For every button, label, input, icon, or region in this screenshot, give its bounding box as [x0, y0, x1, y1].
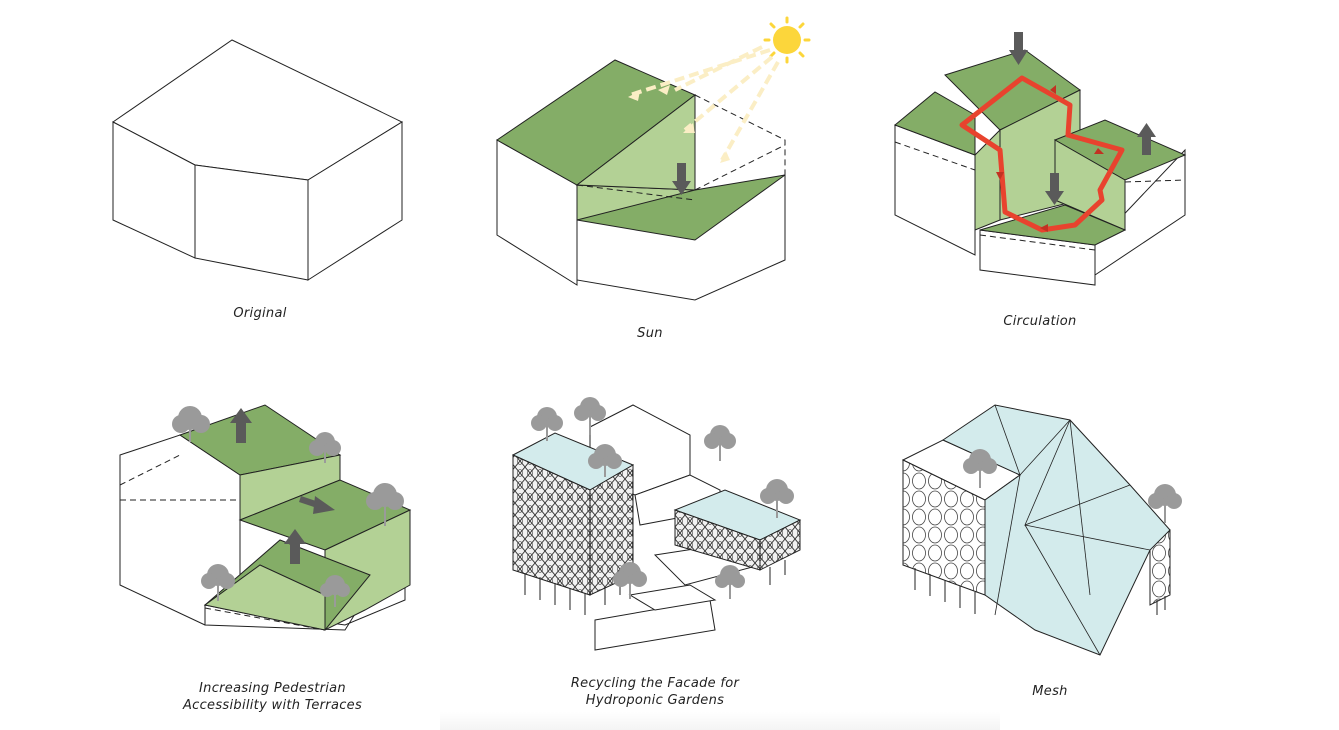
up-arrow-icon	[230, 408, 252, 443]
tree-icon	[309, 432, 341, 463]
caption-terraces: Increasing Pedestrian Accessibility with…	[182, 681, 363, 713]
caption-sun: Sun	[637, 326, 663, 341]
tree-icon	[1148, 484, 1182, 523]
tree-icon	[366, 483, 404, 526]
panel-terraces: Increasing Pedestrian Accessibility with…	[115, 400, 425, 720]
down-arrow-icon	[672, 163, 691, 195]
panel-circulation: Circulation	[890, 30, 1200, 340]
caption-facade: Recycling the Facade for Hydroponic Gard…	[570, 676, 740, 708]
circulation-massing	[894, 32, 1187, 286]
up-arrow-icon	[284, 529, 306, 564]
tree-icon	[588, 444, 622, 477]
sun-icon	[763, 16, 811, 64]
up-arrow-icon	[1137, 123, 1156, 155]
panel-original: Original	[100, 30, 420, 321]
tree-icon	[201, 564, 235, 601]
tree-icon	[760, 479, 794, 518]
caption-circulation: Circulation	[1003, 314, 1077, 329]
tree-icon	[963, 449, 997, 488]
panel-facade: Recycling the Facade for Hydroponic Gard…	[505, 395, 815, 715]
tree-icon	[613, 562, 647, 599]
terraces-massing	[119, 404, 412, 631]
tree-icon	[320, 575, 350, 607]
panel-sun: Sun	[490, 15, 811, 345]
facade-massing	[511, 397, 802, 651]
circulation-loop	[959, 75, 1125, 233]
panel-mesh: Mesh	[895, 400, 1205, 710]
down-arrow-icon	[1009, 32, 1028, 65]
sun-massing	[496, 16, 811, 301]
tree-icon	[704, 425, 736, 461]
tree-icon	[574, 397, 606, 435]
tree-icon	[172, 406, 210, 442]
tree-icon	[715, 565, 745, 599]
bottom-fade	[440, 712, 1000, 730]
right-arrow-icon	[299, 496, 335, 514]
caption-mesh: Mesh	[1032, 684, 1068, 699]
original-massing	[112, 39, 404, 281]
caption-original: Original	[233, 306, 287, 321]
mesh-massing	[901, 404, 1182, 656]
tree-icon	[531, 407, 563, 441]
down-arrow-icon	[1045, 173, 1064, 205]
